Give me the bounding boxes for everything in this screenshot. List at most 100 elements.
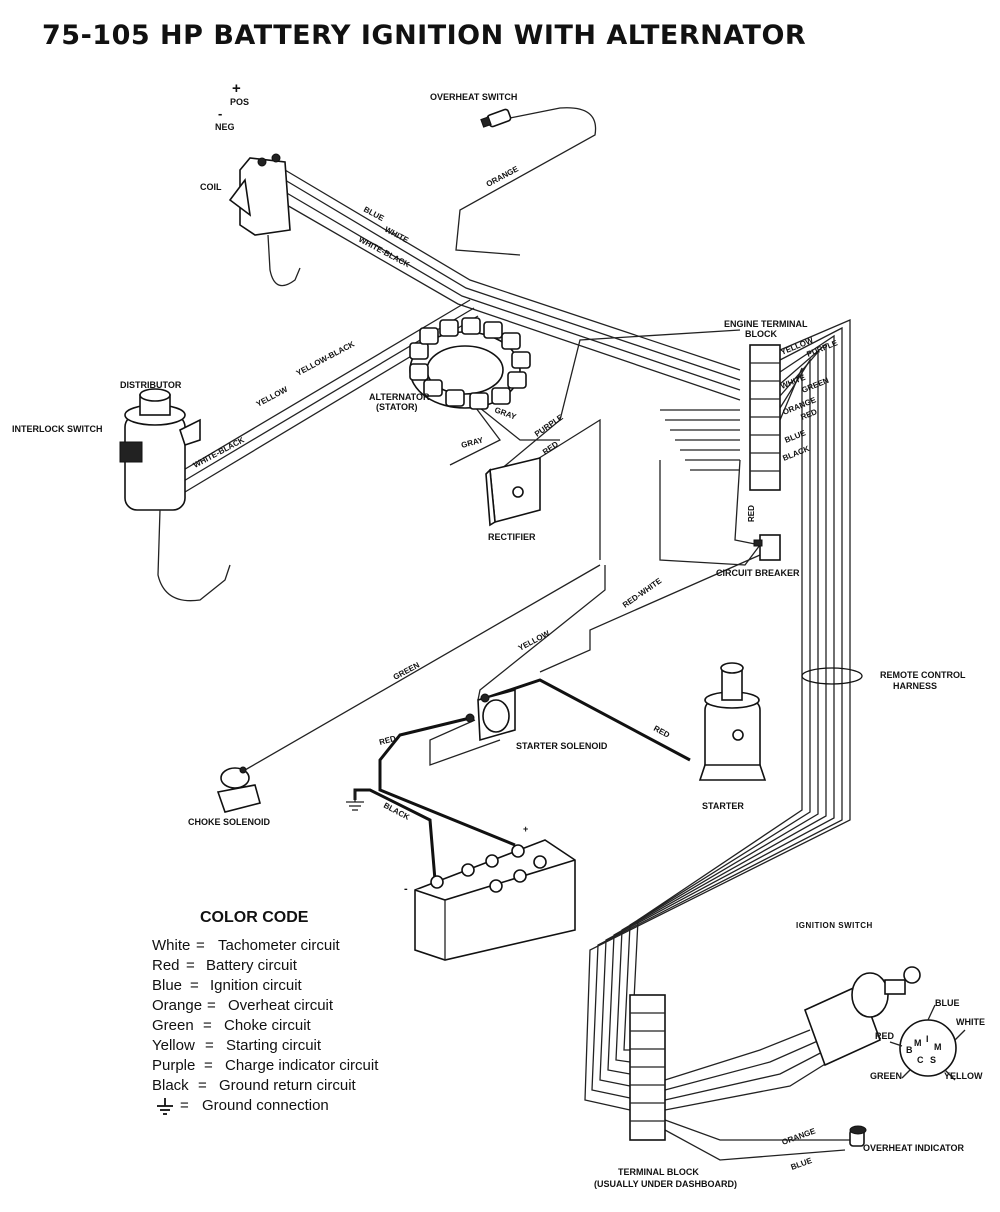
distributor-label: DISTRIBUTOR xyxy=(120,380,182,390)
overheat-switch-label: OVERHEAT SWITCH xyxy=(430,92,517,102)
wire-label-gray-1: GRAY xyxy=(493,405,518,421)
diagram-title: 75-105 HP BATTERY IGNITION WITH ALTERNAT… xyxy=(42,20,807,51)
switch-letter-m: M xyxy=(934,1042,942,1052)
neg-label: NEG xyxy=(215,122,235,132)
legend-equals: = xyxy=(204,1057,213,1074)
legend-circuit: Starting circuit xyxy=(226,1037,322,1054)
wire-label-yellow-black: YELLOW-BLACK xyxy=(295,339,357,377)
legend-row-5: Yellow = Starting circuit xyxy=(152,1037,322,1054)
legend-equals: = xyxy=(205,1037,214,1054)
wire-label-white: WHITE xyxy=(383,225,411,245)
legend-color: Red xyxy=(152,957,180,974)
block-wire-blue: BLUE xyxy=(783,428,807,445)
overheat-indicator xyxy=(849,1125,867,1147)
color-code-heading: COLOR CODE xyxy=(200,909,309,926)
starter-solenoid xyxy=(465,688,516,742)
wire-label-yellow: YELLOW xyxy=(255,385,290,409)
remote-control-label: REMOTE CONTROL xyxy=(880,670,966,680)
wire-label-yellow-sol: YELLOW xyxy=(517,629,552,653)
switch-terminal-labels: BLUE WHITE RED GREEN YELLOW I M B C S M xyxy=(870,998,985,1081)
wire-label-blue: BLUE xyxy=(362,205,386,223)
wire-label-blue-ind: BLUE xyxy=(790,1156,814,1172)
legend-equals: = xyxy=(198,1077,207,1094)
switch-label-blue: BLUE xyxy=(935,998,960,1008)
wire-label-red-cb: RED xyxy=(747,505,756,522)
legend-row-ground: = Ground connection xyxy=(157,1097,329,1115)
plus-symbol: + xyxy=(232,80,241,97)
color-code-legend: COLOR CODE White = Tachometer circuit Re… xyxy=(152,909,379,1115)
legend-color: Orange xyxy=(152,997,202,1014)
circuit-breaker-label: CIRCUIT BREAKER xyxy=(716,568,800,578)
legend-row-4: Green = Choke circuit xyxy=(152,1017,312,1034)
legend-row-1: Red = Battery circuit xyxy=(152,957,298,974)
engine-terminal-block xyxy=(749,344,781,491)
choke-solenoid xyxy=(216,766,261,813)
legend-equals: = xyxy=(186,957,195,974)
legend-circuit: Overheat circuit xyxy=(228,997,334,1014)
wire-bundle-main xyxy=(169,107,851,1161)
switch-terminal-diagram xyxy=(889,1004,966,1081)
block-wire-black: BLACK xyxy=(781,444,811,463)
stator-label: (STATOR) xyxy=(376,402,418,412)
switch-letter-s: S xyxy=(930,1055,936,1065)
switch-letter-c: C xyxy=(917,1055,924,1065)
legend-equals: = xyxy=(180,1097,189,1114)
legend-equals: = xyxy=(207,997,216,1014)
legend-color: Black xyxy=(152,1077,189,1094)
legend-equals: = xyxy=(190,977,199,994)
battery xyxy=(414,839,576,961)
switch-label-red: RED xyxy=(875,1031,895,1041)
starter-label: STARTER xyxy=(702,801,744,811)
switch-label-white: WHITE xyxy=(956,1017,985,1027)
alternator-stator xyxy=(409,317,531,410)
legend-row-6: Purple = Charge indicator circuit xyxy=(152,1057,379,1074)
remote-control-harness-band xyxy=(801,667,863,685)
engine-terminal-block-label-2: BLOCK xyxy=(745,329,777,339)
switch-letter-b: B xyxy=(906,1045,913,1055)
legend-color: White xyxy=(152,937,190,954)
wire-label-orange-top: ORANGE xyxy=(485,164,521,189)
legend-circuit: Battery circuit xyxy=(206,957,298,974)
legend-circuit: Tachometer circuit xyxy=(218,937,341,954)
legend-equals: = xyxy=(203,1017,212,1034)
switch-label-yellow: YELLOW xyxy=(944,1071,983,1081)
legend-color: Yellow xyxy=(152,1037,195,1054)
legend-equals: = xyxy=(196,937,205,954)
interlock-switch-label: INTERLOCK SWITCH xyxy=(12,424,103,434)
legend-row-7: Black = Ground return circuit xyxy=(152,1077,357,1094)
wire-label-red-white: RED-WHITE xyxy=(621,576,664,610)
terminal-block-label-1: TERMINAL BLOCK xyxy=(618,1167,699,1177)
switch-label-green: GREEN xyxy=(870,1071,902,1081)
alternator-label: ALTERNATOR xyxy=(369,392,430,402)
distributor xyxy=(119,388,231,602)
starter xyxy=(698,662,767,781)
rectifier xyxy=(485,456,541,527)
legend-row-2: Blue = Ignition circuit xyxy=(152,977,303,994)
circuit-breaker xyxy=(753,534,781,561)
choke-solenoid-label: CHOKE SOLENOID xyxy=(188,817,271,827)
coil xyxy=(228,153,301,287)
starter-solenoid-label: STARTER SOLENOID xyxy=(516,741,608,751)
switch-letter-i: I xyxy=(926,1034,929,1044)
wire-label-gray-2: GRAY xyxy=(460,435,485,450)
dashboard-terminal-block xyxy=(629,994,666,1141)
battery-minus: - xyxy=(404,883,408,895)
wire-label-purple: PURPLE xyxy=(533,412,565,438)
wire-label-red-batt: RED xyxy=(378,734,397,747)
battery-plus: + xyxy=(523,824,528,834)
legend-circuit: Ground return circuit xyxy=(219,1077,357,1094)
component-labels: + POS - NEG COIL OVERHEAT SWITCH DISTRIB… xyxy=(12,80,966,1189)
legend-circuit: Charge indicator circuit xyxy=(225,1057,379,1074)
minus-symbol: - xyxy=(218,106,222,121)
overheat-switch xyxy=(480,108,512,128)
terminal-block-label-2: (USUALLY UNDER DASHBOARD) xyxy=(594,1179,737,1189)
harness-label: HARNESS xyxy=(893,681,937,691)
switch-letter-m2: M xyxy=(914,1038,922,1048)
rectifier-label: RECTIFIER xyxy=(488,532,536,542)
pos-label: POS xyxy=(230,97,249,107)
interlock-switch-body xyxy=(119,441,143,463)
wire-label-red-starter: RED xyxy=(652,724,671,740)
coil-label: COIL xyxy=(200,182,222,192)
engine-terminal-block-label-1: ENGINE TERMINAL xyxy=(724,319,808,329)
